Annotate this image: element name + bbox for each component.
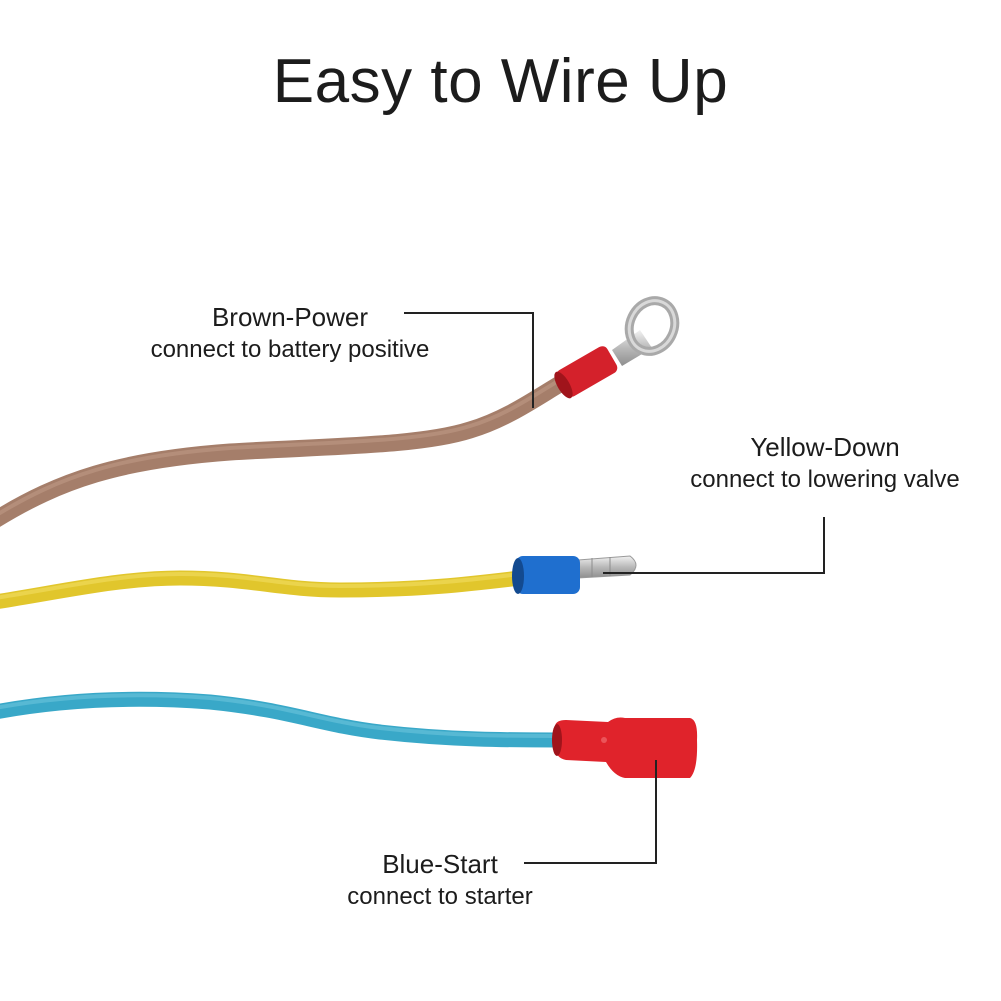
brown-wire-description: connect to battery positive	[150, 336, 430, 364]
yellow-leader-line	[603, 517, 825, 574]
blue-leader-line	[524, 760, 657, 864]
yellow-wire-description: connect to lowering valve	[690, 466, 960, 494]
brown-leader-line	[404, 312, 534, 408]
brown-wire	[0, 369, 579, 527]
yellow-wire-label: Yellow-Down connect to lowering valve	[655, 430, 995, 496]
brown-wire-title: Brown-Power	[211, 302, 369, 332]
page-title: Easy to Wire Up	[272, 47, 729, 116]
yellow-wire	[0, 570, 528, 609]
female-spade-terminal-icon	[552, 717, 698, 778]
blue-wire-description: connect to starter	[347, 883, 533, 911]
blue-wire-title: Blue-Start	[382, 849, 498, 879]
yellow-wire-title: Yellow-Down	[750, 432, 900, 462]
bullet-terminal-icon	[512, 555, 637, 594]
blue-wire	[0, 691, 568, 748]
brown-wire-label: Brown-Power connect to battery positive	[110, 300, 470, 366]
blue-wire-label: Blue-Start connect to starter	[310, 847, 570, 913]
ring-terminal-icon	[554, 296, 680, 399]
